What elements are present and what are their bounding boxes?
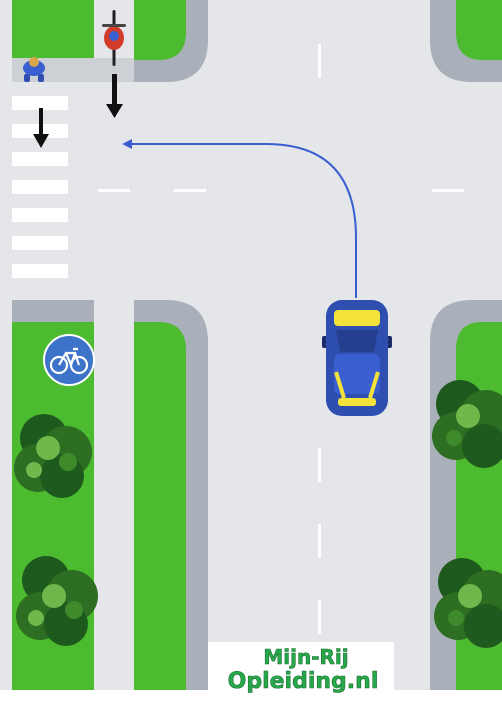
cycle-path-bottom: [94, 300, 134, 690]
tree-icon: [434, 558, 502, 648]
grass-top-left-outer: [12, 0, 94, 58]
grass-top-left-corner: [134, 0, 186, 60]
grass-top-right: [456, 0, 502, 60]
logo: Mijn-Rij Opleiding.nl: [208, 642, 394, 694]
car-icon: [322, 300, 392, 416]
curb-bottom-left-top: [12, 300, 94, 322]
tree-icon: [432, 380, 502, 468]
bicycle-sign-icon: [44, 335, 94, 385]
logo-line-1: Mijn-Rij: [263, 645, 348, 669]
logo-line-2: Opleiding.nl: [228, 669, 379, 694]
grass-bottom-left-inner: [134, 322, 186, 690]
